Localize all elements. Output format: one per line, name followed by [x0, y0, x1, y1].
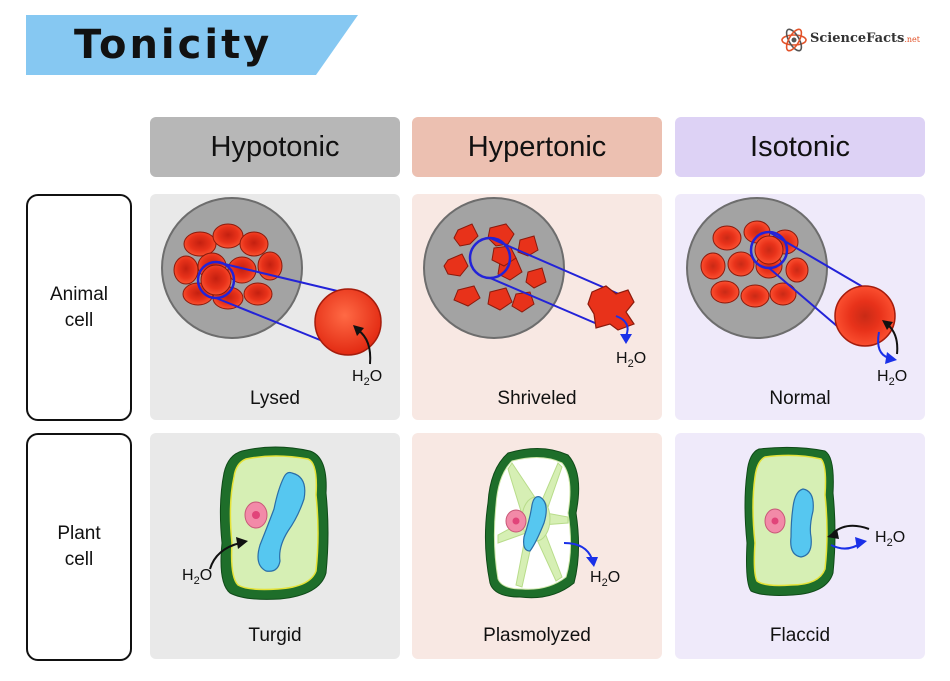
row-label-line1: Animal: [49, 283, 109, 305]
water-out-arrowhead: [586, 557, 598, 567]
magnified-lysed-cell: [314, 288, 382, 356]
water-in-arrowhead: [827, 529, 839, 539]
water-label: H2O: [875, 529, 906, 550]
nucleolus: [771, 517, 779, 525]
brand-suffix: .net: [904, 35, 920, 44]
zoom-line-bottom: [215, 297, 331, 345]
row-label-line2: cell: [64, 549, 94, 570]
zoom-line-bottom: [489, 277, 603, 327]
zoom-line-top: [768, 231, 876, 295]
water-in-arrowhead: [353, 325, 364, 336]
nucleolus: [252, 511, 260, 519]
row-label-animal-cell: Animal cell: [26, 194, 132, 421]
water-label: H2O: [877, 368, 908, 389]
row-label-plant-cell: Plant cell: [26, 433, 132, 661]
title-banner: Tonicity: [26, 15, 358, 75]
panel-plant-isotonic: H2O Flaccid: [675, 433, 925, 659]
brand-text: ScienceFacts.net: [810, 31, 920, 46]
vacuole: [257, 471, 306, 572]
panel-animal-isotonic: H2O Normal: [675, 194, 925, 420]
nucleolus: [512, 517, 520, 525]
water-label: H2O: [590, 569, 621, 590]
magnified-normal-cell: [834, 285, 896, 347]
caption-lysed: Lysed: [250, 388, 300, 409]
row-label-line2: cell: [64, 309, 94, 331]
panel-plant-hypertonic: H2O Plasmolyzed: [412, 433, 662, 659]
water-in-arrow: [832, 524, 870, 534]
title-banner-shape: [26, 15, 358, 75]
water-label: H2O: [352, 368, 383, 389]
water-label: H2O: [182, 567, 213, 588]
column-header-hypotonic: Hypotonic: [150, 117, 400, 177]
vacuole: [523, 496, 547, 552]
caption-flaccid: Flaccid: [769, 625, 831, 646]
zoom-line-top: [215, 261, 351, 295]
vacuole: [790, 488, 814, 558]
water-out-arrow: [563, 542, 593, 560]
water-out-arrowhead: [855, 537, 867, 549]
panel-plant-hypotonic: H2O Turgid: [150, 433, 400, 659]
page-title: Tonicity: [74, 22, 273, 68]
brand-logo: ScienceFacts.net: [780, 22, 940, 58]
water-label: H2O: [616, 350, 647, 371]
panel-animal-hypotonic: H2O Lysed: [150, 194, 400, 420]
shriveled-cell-cluster: [443, 223, 547, 313]
cytoplasm: [752, 454, 828, 587]
caption-shriveled: Shriveled: [497, 388, 577, 409]
caption-normal: Normal: [769, 388, 831, 409]
normal-cell-cluster: [700, 220, 809, 308]
panel-animal-hypertonic: H2O Shriveled: [412, 194, 662, 420]
caption-plasmolyzed: Plasmolyzed: [483, 625, 591, 646]
column-header-hypertonic: Hypertonic: [412, 117, 662, 177]
brand-name: ScienceFacts: [810, 31, 905, 46]
water-out-arrowhead: [885, 352, 897, 364]
water-in-arrowhead: [236, 537, 248, 549]
water-in-arrow: [209, 542, 241, 570]
column-header-isotonic: Isotonic: [675, 117, 925, 177]
caption-turgid: Turgid: [248, 625, 302, 646]
water-out-arrow: [615, 315, 629, 337]
water-in-arrowhead: [882, 320, 893, 330]
atom-icon: [781, 28, 807, 52]
water-out-arrowhead: [620, 334, 632, 344]
row-label-line1: Plant: [57, 523, 101, 544]
